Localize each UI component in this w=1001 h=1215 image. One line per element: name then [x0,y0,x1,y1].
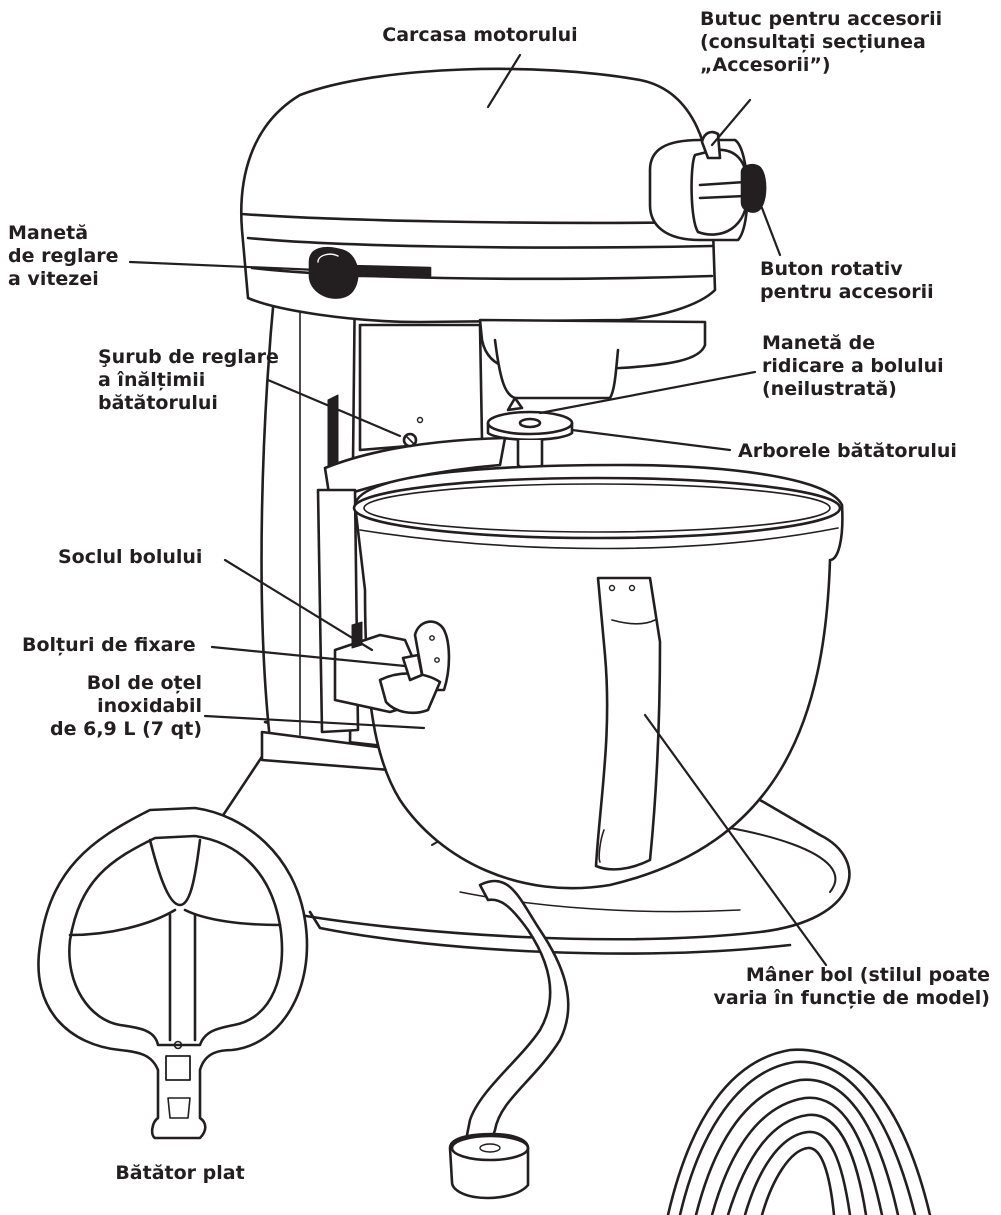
label-attachment-hub: Butuc pentru accesorii (consultați secți… [700,8,943,76]
motor-head [240,67,767,400]
leader-motor-housing [486,53,522,109]
leader-bowl-support [223,558,374,652]
leader-attachment-hub [710,98,752,147]
leader-bowl-handle [643,713,828,967]
leader-beater-height-screw [266,378,402,438]
label-bowl-support: Soclul bolului [58,546,203,568]
leader-lines [128,53,828,967]
label-bowl: Bol de oțel inoxidabil de 6,9 L (7 qt) [50,672,202,740]
label-bowl-lift-lever: Manetă de ridicare a bolului (neilustrat… [762,332,944,400]
flat-beater [37,806,309,1140]
label-beater-shaft: Arborele bătătorului [738,440,957,462]
label-locating-pins: Bolțuri de fixare [22,634,196,656]
label-bowl-handle: Mâner bol (stilul poate varia în funcție… [713,964,991,1009]
leader-bowl-lift-lever [538,370,757,415]
leader-bowl [203,714,426,730]
dough-hook [448,879,570,1200]
label-beater-height-screw: Şurub de reglare a înălțimii bătătorului [98,346,279,414]
label-speed-control: Manetă de reglare a vitezei [8,222,119,290]
leader-beater-shaft [570,428,732,452]
label-hub-knob: Buton rotativ pentru accesorii [760,258,934,303]
mixing-bowl [333,463,844,890]
leader-locating-pins [210,645,407,668]
label-flat-beater: Bătător plat [115,1162,245,1184]
wire-whip [666,1048,932,1215]
leader-hub-knob [760,206,782,257]
label-motor-housing: Carcasa motorului [382,24,578,46]
leader-speed-control [128,260,320,272]
